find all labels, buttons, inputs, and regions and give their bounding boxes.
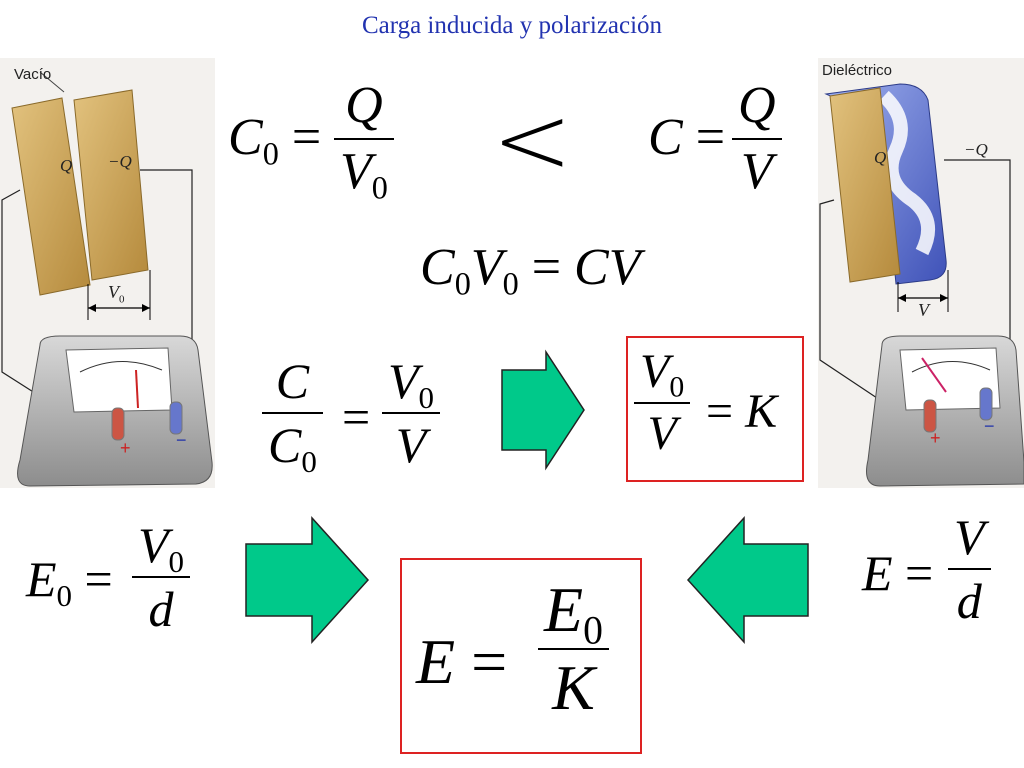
- right-needle: [921, 357, 947, 393]
- right-terminal-plus: [923, 399, 937, 433]
- left-voltage-label: V0: [108, 282, 125, 306]
- slide-title: Carga inducida y polarización: [361, 12, 663, 39]
- left-needle: [135, 369, 139, 409]
- left-plate-negq-label: −Q: [108, 152, 132, 171]
- eq-c0-fraction: Q V0: [334, 80, 394, 203]
- right-plate-q-label: Q: [874, 148, 887, 167]
- left-minus-sign: −: [176, 430, 187, 450]
- eq-k-rhs: = K: [706, 385, 778, 438]
- eq-ratio-equals: =: [342, 389, 371, 445]
- arrow-left-bottom: [686, 516, 809, 644]
- left-plate-positive: [11, 97, 91, 296]
- eq-e-lhs: E =: [862, 545, 934, 601]
- arrow-right-middle: [501, 349, 585, 471]
- k-definition-box: [626, 336, 804, 482]
- eq-e0-lhs: E0 =: [26, 551, 113, 613]
- right-plate-positive: [829, 87, 901, 283]
- vacuum-label: Vacío: [14, 66, 52, 83]
- left-plus-sign: +: [120, 438, 131, 458]
- eq-result-lhs: E =: [416, 626, 508, 697]
- eq-result-fraction: E0 K: [538, 578, 609, 720]
- eq-c-lhs: C =: [648, 109, 726, 166]
- left-terminal-minus: [169, 401, 183, 435]
- eq-c-fraction: Q V: [732, 80, 782, 198]
- eq-e0-fraction: V0 d: [132, 520, 191, 634]
- eq-k-fraction: V0 V: [634, 348, 691, 458]
- dielectric-label: Dieléctrico: [822, 62, 893, 79]
- eq-ratio-left-fraction: C C0: [262, 356, 323, 477]
- eq-product: C0V0 = CV: [420, 239, 641, 302]
- right-voltage-label: V: [918, 300, 929, 320]
- left-voltmeter-dial: [65, 347, 173, 413]
- less-than-symbol: <: [492, 84, 573, 196]
- result-box: [400, 558, 642, 754]
- left-terminal-plus: [111, 407, 125, 441]
- arrow-right-bottom: [245, 516, 370, 644]
- eq-c0-lhs: C0 =: [228, 109, 322, 172]
- right-plus-sign: +: [930, 428, 941, 448]
- dielectric-slab: [824, 83, 947, 285]
- right-terminal-minus: [979, 387, 993, 421]
- left-plate-negative: [73, 89, 149, 281]
- right-plate-negq-label: −Q: [964, 140, 988, 159]
- eq-e-fraction: V d: [948, 512, 991, 626]
- right-minus-sign: −: [984, 416, 995, 436]
- left-plate-q-label: Q: [60, 156, 73, 175]
- eq-ratio-right-fraction: V0 V: [382, 356, 441, 470]
